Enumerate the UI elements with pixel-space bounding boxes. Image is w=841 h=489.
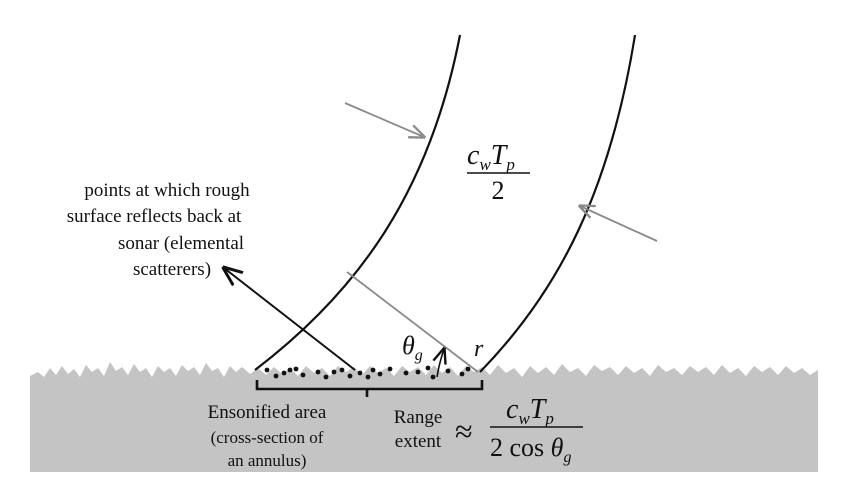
outer-wavefront-arc: [479, 34, 637, 373]
svg-text:(cross-section of: (cross-section of: [211, 428, 324, 447]
scatterer-dot: [347, 373, 353, 379]
svg-text:an annulus): an annulus): [228, 451, 307, 470]
scatterer-dot: [465, 366, 471, 372]
scatterer-dot: [300, 372, 306, 378]
scatterer-dot: [415, 369, 421, 375]
scatterer-dot: [403, 370, 409, 376]
scatterer-dot: [281, 370, 287, 376]
svg-text:2: 2: [492, 176, 505, 205]
svg-text:sonar (elemental: sonar (elemental: [118, 233, 244, 254]
wavefront-width-fraction: cwTp 2: [467, 140, 530, 205]
svg-text:Range: Range: [394, 407, 443, 428]
inner-wavefront-arc: [254, 34, 462, 371]
scatterer-dot: [377, 371, 383, 377]
svg-text:Ensonified area: Ensonified area: [208, 402, 327, 423]
approx-sign: ≈: [455, 413, 473, 449]
scatterer-dot: [357, 370, 363, 376]
scatterer-dot: [459, 371, 465, 377]
outer-arc-arrow: [580, 206, 658, 242]
svg-text:surface reflects back at: surface reflects back at: [67, 206, 242, 227]
svg-text:cwTp: cwTp: [467, 140, 515, 174]
range-extent-label: Range extent: [394, 407, 443, 452]
scatterer-dot: [365, 374, 371, 380]
scatterer-label: points at which rough surface reflects b…: [67, 180, 250, 280]
svg-text:points at which rough: points at which rough: [84, 180, 250, 201]
elemental-scatterers: [264, 365, 471, 380]
scatterer-dot: [425, 365, 431, 371]
scatterer-dot: [287, 367, 293, 373]
scatterer-dot: [331, 369, 337, 375]
scatterer-dot: [293, 366, 299, 372]
scatterer-dot: [430, 374, 436, 380]
scatterer-dot: [339, 367, 345, 373]
range-symbol: r: [474, 336, 484, 362]
scatterer-dot: [315, 369, 321, 375]
ensonified-area-label: Ensonified area (cross-section of an ann…: [208, 402, 327, 470]
scatterer-dot: [273, 373, 279, 379]
svg-text:extent: extent: [395, 431, 442, 452]
seafloor: [30, 362, 818, 472]
scatterer-dot: [264, 367, 270, 373]
scatterer-pointer-arrow: [224, 268, 356, 371]
scatterer-dot: [445, 368, 451, 374]
svg-text:cwTp: cwTp: [506, 394, 554, 428]
ensonified-area-bracket: [255, 380, 484, 397]
range-gray-line: [346, 271, 479, 373]
grazing-angle-arrow: [437, 349, 444, 378]
inner-arc-arrow: [344, 102, 424, 137]
svg-text:scatterers): scatterers): [133, 259, 211, 280]
scatterer-dot: [387, 366, 393, 372]
grazing-angle-label: θg: [402, 331, 423, 364]
svg-text:2 cos θg: 2 cos θg: [490, 433, 571, 466]
range-extent-fraction: cwTp 2 cos θg: [490, 394, 583, 466]
scatterer-dot: [323, 374, 329, 380]
scatterer-dot: [370, 367, 376, 373]
